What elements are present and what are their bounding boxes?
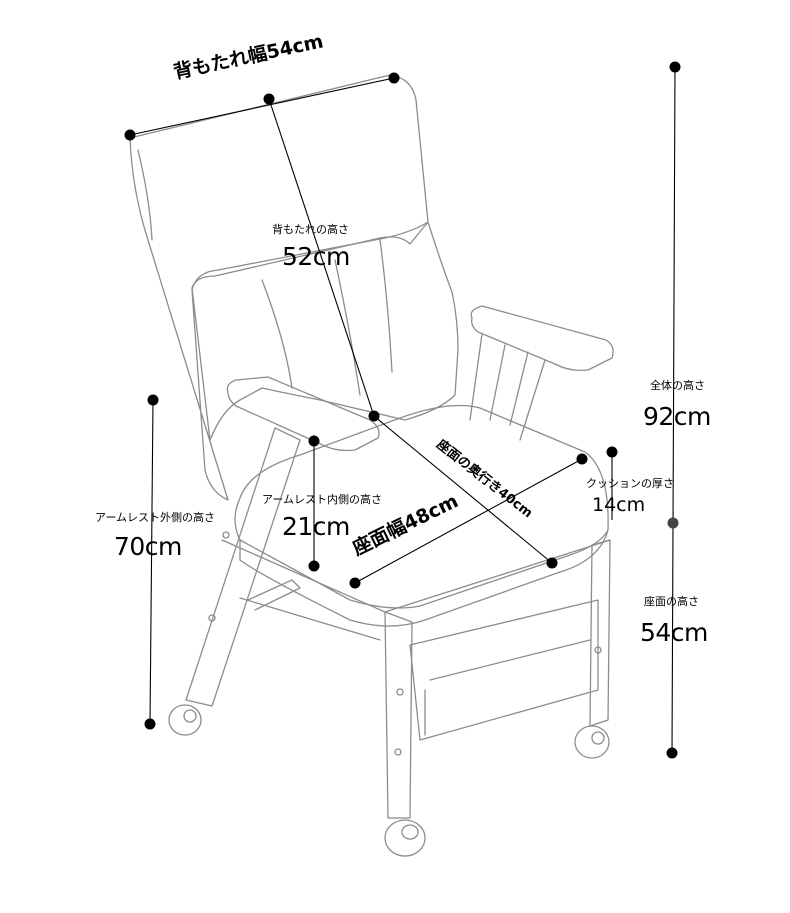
storage-bin-inner xyxy=(424,639,591,736)
lumbar-divider-1 xyxy=(261,279,293,389)
dot-backrest-right xyxy=(388,72,400,84)
arm-outer-line xyxy=(149,399,154,725)
left-arm-leg xyxy=(185,427,301,707)
dot-arm-outer-bottom xyxy=(144,718,156,730)
arm-outer-title: アームレスト外側の高さ xyxy=(95,511,216,524)
seat-frame-front xyxy=(221,539,611,613)
seat-height-value: 54cm xyxy=(640,618,708,647)
bolt xyxy=(222,531,230,539)
backrest-width-line xyxy=(129,77,395,136)
dot-arm-inner-bottom xyxy=(308,560,320,572)
caster-rear-left xyxy=(168,704,202,736)
seat-depth-line xyxy=(373,415,553,564)
seat-cushion-front xyxy=(239,529,609,627)
lumbar-cushion xyxy=(191,221,459,441)
caster-rear-left-hub xyxy=(183,709,197,723)
dimension-lines xyxy=(129,66,676,754)
dimension-dots xyxy=(124,61,681,759)
dot-arm-inner-top xyxy=(308,435,320,447)
backrest-height-title: 背もたれの高さ xyxy=(272,223,349,236)
front-leg-right xyxy=(589,539,611,727)
right-armrest-support xyxy=(469,333,546,441)
dot-overall-mid xyxy=(667,517,679,529)
dot-cushion-top xyxy=(606,446,618,458)
dot-backrest-mid xyxy=(263,93,275,105)
lumbar-divider-2 xyxy=(334,259,361,396)
seat-cushion-top xyxy=(234,404,609,609)
bolt xyxy=(594,646,602,654)
arm-inner-title: アームレスト内側の高さ xyxy=(262,493,383,506)
arm-inner-value: 21cm xyxy=(282,512,350,541)
right-armrest xyxy=(470,305,614,372)
backrest-height-line xyxy=(268,98,375,417)
caster-front-left-hub xyxy=(401,824,419,840)
cushion-value: 14cm xyxy=(592,494,646,516)
overall-height-line xyxy=(671,66,676,754)
dot-backrest-left xyxy=(124,129,136,141)
bolt xyxy=(394,748,402,756)
dot-seat-back xyxy=(368,410,380,422)
backrest-height-value: 52cm xyxy=(282,242,350,271)
side-rail xyxy=(239,597,381,641)
dot-seat-width-left xyxy=(349,577,361,589)
left-armrest xyxy=(226,376,380,452)
dot-seat-depth-front xyxy=(546,557,558,569)
bolt xyxy=(208,614,216,622)
caster-front-right xyxy=(574,725,610,759)
overall-height-value: 92cm xyxy=(643,402,711,431)
caster-front-left xyxy=(384,819,426,857)
cushion-title: クッションの厚さ xyxy=(586,477,674,490)
seat-width-line xyxy=(354,458,583,584)
rear-crossbar xyxy=(247,579,301,611)
seat-height-title: 座面の高さ xyxy=(644,595,699,608)
front-leg-left xyxy=(384,611,413,819)
backrest-inner-seam xyxy=(137,149,153,241)
bolt xyxy=(396,688,404,696)
chair-outline xyxy=(129,74,614,857)
overall-height-title: 全体の高さ xyxy=(650,379,705,392)
dot-overall-bottom xyxy=(666,747,678,759)
dot-arm-outer-top xyxy=(147,394,159,406)
arm-outer-value: 70cm xyxy=(114,532,182,561)
lumbar-divider-3 xyxy=(379,239,393,373)
dot-seat-width-right xyxy=(576,453,588,465)
backrest-outline xyxy=(129,74,429,501)
caster-front-right-hub xyxy=(591,731,605,745)
dot-overall-top xyxy=(669,61,681,73)
storage-bin xyxy=(409,599,599,741)
